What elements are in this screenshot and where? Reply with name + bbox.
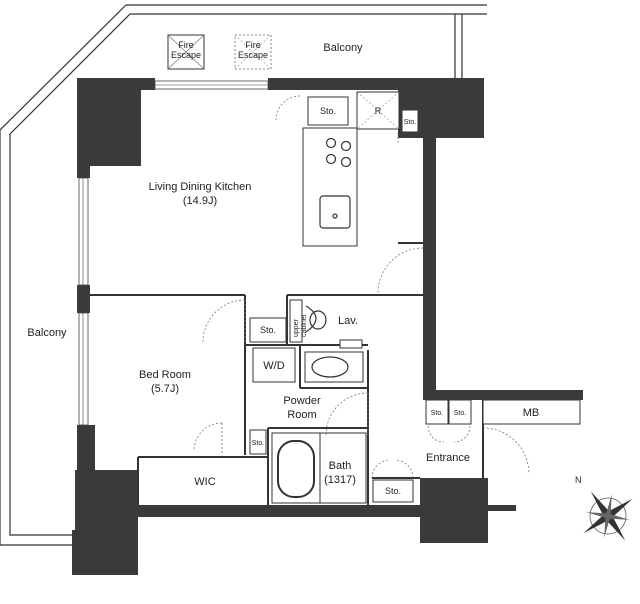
storage-boxes: Sto. R Sto. Sto. Sto. Sto. Sto. Sto. MB (249, 91, 581, 503)
living-dining-kitchen-size: (14.9J) (183, 195, 217, 207)
bath-size: (1317) (324, 474, 356, 486)
balcony-top-label: Balcony (323, 42, 363, 54)
wic-label: WIC (194, 476, 215, 488)
upper-cabinet-label-1: upper (293, 318, 300, 337)
kitchen-counter (302, 127, 358, 247)
meter-box-label: MB (523, 407, 540, 419)
compass-rose: N (575, 475, 633, 541)
fire-escape-2: Fire Escape (234, 34, 272, 70)
lav-label: Lav. (338, 315, 358, 327)
storage-label-entrance-2: Sto. (454, 410, 467, 417)
storage-label-small: Sto. (404, 119, 417, 126)
entrance-label: Entrance (426, 452, 470, 464)
bath-label: Bath (329, 460, 352, 472)
storage-label-entrance-1: Sto. (431, 410, 444, 417)
room-labels: Living Dining Kitchen (14.9J) Bed Room (… (27, 42, 470, 488)
storage-label-shoe: Sto. (385, 486, 401, 496)
fire-escape-label-1b: Escape (171, 50, 201, 60)
bed-room-size: (5.7J) (151, 383, 179, 395)
storage-label-kitchen: Sto. (320, 106, 336, 116)
powder-room-label-2: Room (287, 409, 316, 421)
powder-room-label-1: Powder (283, 395, 321, 407)
fire-escape-1: Fire Escape (167, 34, 205, 70)
storage-label-powder: Sto. (252, 440, 265, 447)
storage-label-hall: Sto. (260, 325, 276, 335)
living-dining-kitchen-label: Living Dining Kitchen (149, 181, 252, 193)
bed-room-label: Bed Room (139, 369, 191, 381)
upper-cabinet-label-2: cabinet (301, 314, 308, 337)
windows (30, 80, 269, 546)
fire-escape-label-1a: Fire (178, 40, 194, 50)
balcony-outline (0, 4, 487, 546)
washer-dryer: W/D (252, 347, 364, 383)
wd-label: W/D (263, 360, 284, 372)
fire-escape-label-2b: Escape (238, 50, 268, 60)
doors (193, 95, 530, 479)
fire-escape-label-2a: Fire (245, 40, 261, 50)
refrigerator-label: R (375, 106, 382, 116)
balcony-left-label: Balcony (27, 327, 67, 339)
lavatory-area: upper cabinet Lav. (289, 299, 363, 349)
compass-north-label: N (575, 475, 582, 485)
bath-tub (271, 432, 367, 504)
